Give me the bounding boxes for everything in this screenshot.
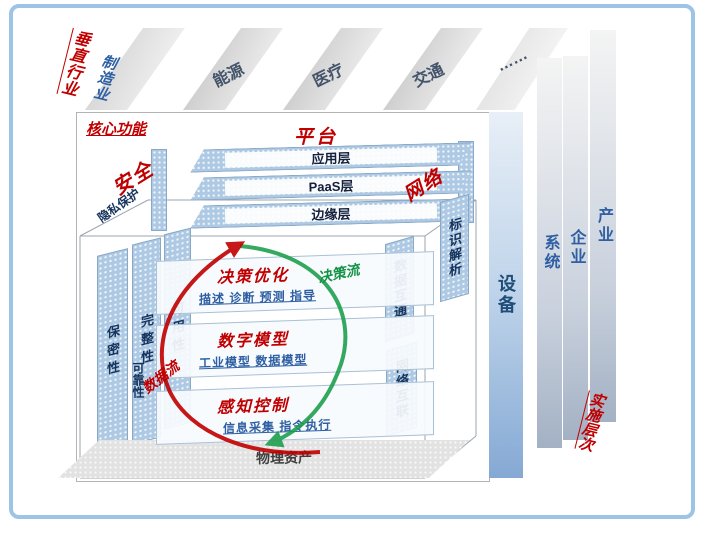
floor-title: 感知控制 <box>217 397 290 417</box>
floor-subtitle: 信息采集 指令执行 <box>223 417 332 436</box>
layer-label: 边缘层 <box>225 203 437 224</box>
floor-title: 数字模型 <box>217 331 290 351</box>
level-bar-industry: 产业 <box>590 30 616 422</box>
level-bar-enterprise: 企业 <box>563 56 588 440</box>
outer-frame <box>9 4 695 519</box>
level-bar-label: 企业 <box>567 229 585 267</box>
floor-subtitle: 工业模型 数据模型 <box>199 352 308 371</box>
level-bar-label: 产业 <box>595 207 612 245</box>
physical-assets-label: 物理资产 <box>255 449 313 467</box>
level-bar-device: 设备 <box>489 112 523 478</box>
level-bar-label: 系统 <box>541 234 559 272</box>
pillar-confidentiality: 保密性 <box>97 248 128 456</box>
layer-label: 应用层 <box>225 147 437 168</box>
pillar-identifier-resolution: 标识解析 <box>440 193 469 303</box>
platform-left-column <box>151 149 167 231</box>
level-bar-label: 设备 <box>496 274 516 316</box>
floor-decision-optimization: 决策优化 描述 诊断 预测 指导 <box>156 251 434 315</box>
pillar-label: 保密性 <box>105 323 120 381</box>
floor-title: 决策优化 <box>217 267 290 287</box>
floor-digital-model: 数字模型 工业模型 数据模型 <box>156 315 434 379</box>
core-function-label: 核心功能 <box>86 121 147 138</box>
floor-perception-control: 感知控制 信息采集 指令执行 <box>156 381 434 445</box>
floor-subtitle: 描述 诊断 预测 指导 <box>199 288 317 307</box>
platform-label: 平台 <box>294 127 339 148</box>
level-bar-system: 系统 <box>537 58 562 448</box>
physical-assets-slab: 物理资产 <box>58 440 470 478</box>
pillar-label: 标识解析 <box>447 215 462 281</box>
